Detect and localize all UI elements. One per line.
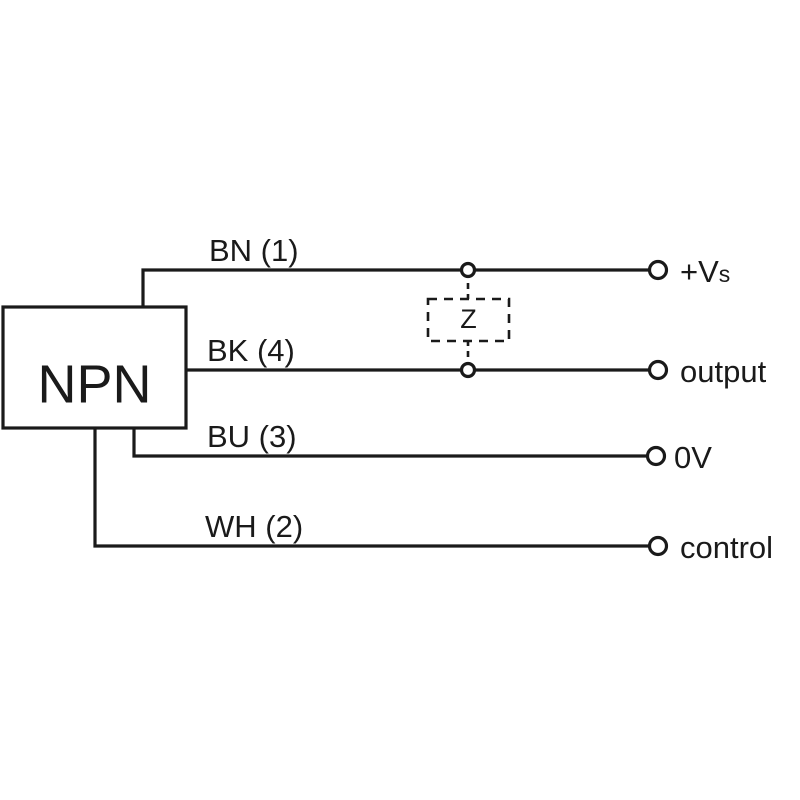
wire-bu-path xyxy=(132,426,650,458)
wire-label-wh: WH (2) xyxy=(205,509,303,544)
terminal-label-vs-main: +V xyxy=(680,254,719,289)
wire-bn-path xyxy=(141,268,652,309)
junction-node-vs xyxy=(459,261,477,279)
terminal-label-vs: +Vs xyxy=(680,254,730,289)
npn-device-label: NPN xyxy=(37,354,151,414)
wire-label-bu: BU (3) xyxy=(207,419,297,454)
wire-wh-path xyxy=(93,426,652,548)
terminal-label-control: control xyxy=(680,530,773,565)
z-impedance-label: Z xyxy=(460,304,477,334)
terminal-label-vs-sub: s xyxy=(719,261,731,287)
z-impedance-box xyxy=(426,297,511,343)
wire-label-bk: BK (4) xyxy=(207,333,295,368)
terminal-ring-control[interactable] xyxy=(647,535,669,557)
terminal-label-0v: 0V xyxy=(674,440,712,475)
terminal-ring-0v[interactable] xyxy=(645,445,667,467)
terminal-label-output: output xyxy=(680,354,767,389)
terminal-ring-vs[interactable] xyxy=(647,259,669,281)
wire-label-bn: BN (1) xyxy=(209,233,299,268)
terminal-ring-output[interactable] xyxy=(647,359,669,381)
npn-device-box xyxy=(1,305,188,430)
junction-node-output xyxy=(459,361,477,379)
